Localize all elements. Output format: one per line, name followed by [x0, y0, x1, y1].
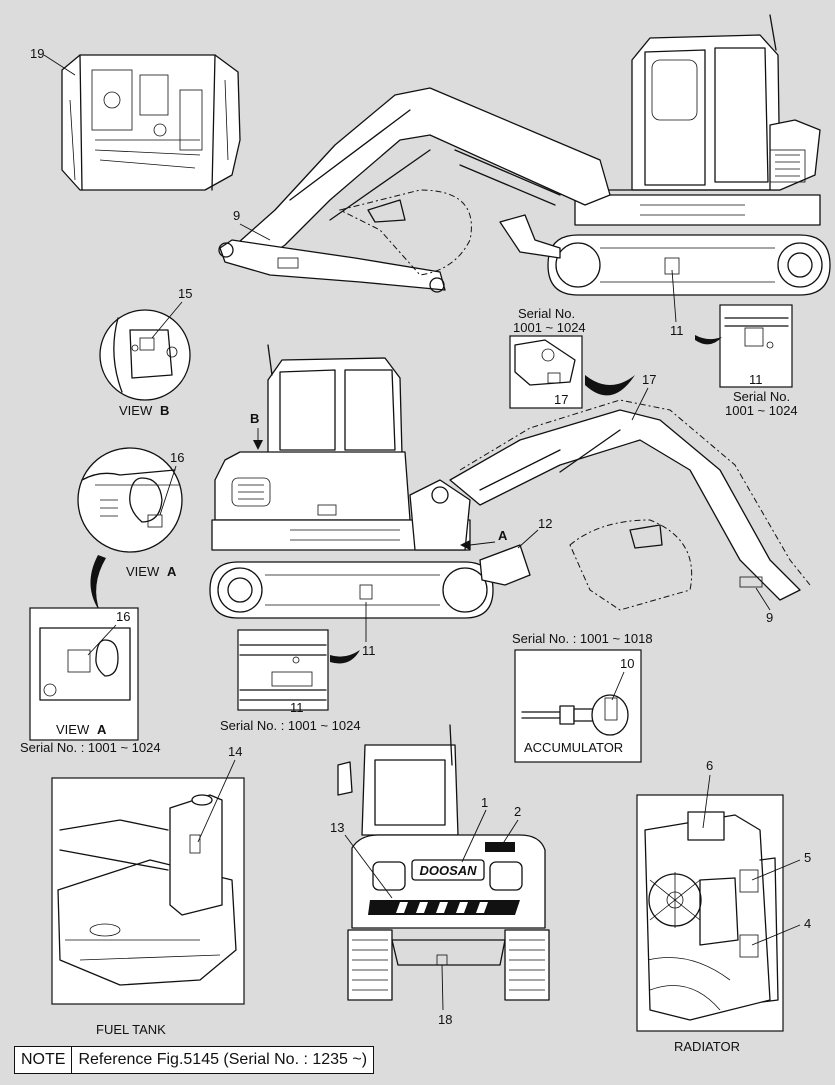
- view-b-letter: B: [160, 403, 169, 418]
- callout-11-topbox: 11: [749, 372, 763, 387]
- callout-19: 19: [30, 46, 44, 61]
- callout-17-main: 17: [642, 372, 656, 387]
- serial-accumulator: Serial No. : 1001 ~ 1018: [512, 631, 653, 646]
- radiator-label: RADIATOR: [674, 1039, 740, 1054]
- accumulator-box: [514, 649, 642, 763]
- callout-16-box: 16: [116, 609, 130, 624]
- serial-17-line1: Serial No.: [518, 306, 575, 321]
- callout-11-trackbox: 11: [290, 700, 304, 715]
- view-a1-label: VIEW: [126, 564, 160, 579]
- callout-18: 18: [438, 1012, 452, 1027]
- callout-6: 6: [706, 758, 713, 773]
- callout-1: 1: [481, 795, 488, 810]
- callout-13: 13: [330, 820, 344, 835]
- callout-11-top: 11: [670, 323, 684, 338]
- serial-11-top-line2: 1001 ~ 1024: [725, 403, 798, 418]
- fuel-tank-label: FUEL TANK: [96, 1022, 166, 1037]
- callout-16-top: 16: [170, 450, 184, 465]
- track-detail-box: [237, 629, 329, 711]
- arrow-b-label: B: [250, 411, 259, 426]
- callout-2: 2: [514, 804, 521, 819]
- fuel-tank-box: [51, 777, 245, 1005]
- radiator-box: [636, 794, 784, 1032]
- view-b-label: VIEW: [119, 403, 153, 418]
- callout-17-small: 17: [554, 392, 568, 407]
- callout-10: 10: [620, 656, 634, 671]
- excavator-rear-view: DOOSAN: [337, 724, 550, 1001]
- serial-11-top-line1: Serial No.: [733, 389, 790, 404]
- view-a-circle-detail: [77, 447, 183, 553]
- accumulator-label: ACCUMULATOR: [524, 740, 623, 755]
- serial-17-line2: 1001 ~ 1024: [513, 320, 586, 335]
- callout-15: 15: [178, 286, 192, 301]
- view-a2-label: VIEW: [56, 722, 90, 737]
- callout-9-mid: 9: [766, 610, 773, 625]
- detail-11-top-box: [719, 304, 793, 388]
- view-a2-letter: A: [97, 722, 107, 737]
- callout-9-top: 9: [233, 208, 240, 223]
- view-b-detail: [99, 309, 191, 401]
- view-a-box-detail: [29, 607, 139, 741]
- callout-11-mid: 11: [362, 643, 376, 658]
- doosan-logo-text: DOOSAN: [419, 863, 477, 878]
- callout-5: 5: [804, 850, 811, 865]
- callout-12: 12: [538, 516, 552, 531]
- note-bar: NOTE Reference Fig.5145 (Serial No. : 12…: [14, 1046, 375, 1074]
- callout-4: 4: [804, 916, 811, 931]
- note-label: NOTE: [15, 1047, 73, 1073]
- view-a1-letter: A: [167, 564, 177, 579]
- note-text: Reference Fig.5145 (Serial No. : 1235 ~): [78, 1051, 368, 1068]
- arrow-a-label: A: [498, 528, 508, 543]
- engine-compartment-detail: [61, 54, 241, 191]
- excavator-side-view-top: [218, 14, 831, 296]
- excavator-side-view-middle: [209, 344, 811, 619]
- detail-17-box: [509, 335, 583, 409]
- serial-track-detail: Serial No. : 1001 ~ 1024: [220, 718, 361, 733]
- serial-view-a: Serial No. : 1001 ~ 1024: [20, 740, 161, 755]
- callout-14: 14: [228, 744, 242, 759]
